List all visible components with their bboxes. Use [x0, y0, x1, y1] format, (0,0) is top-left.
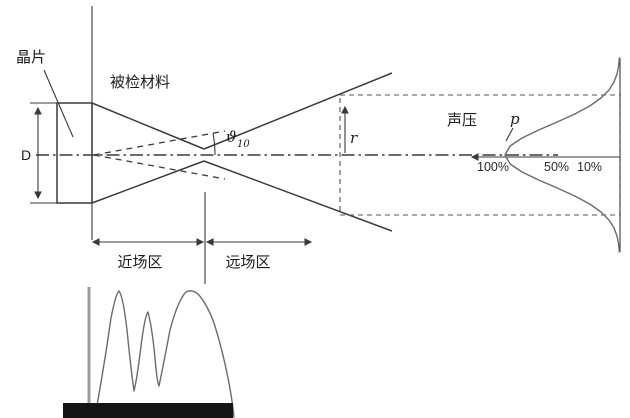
- angle-symbol: ϑ: [226, 128, 237, 146]
- divergence-dashed-top-line: [93, 130, 226, 156]
- divergence-dashed-bottom-line: [93, 154, 226, 180]
- beam-diverge-top-line: [203, 72, 393, 150]
- far-field-label: 远场区: [225, 254, 270, 271]
- pressure-symbol-label: p: [510, 110, 520, 128]
- pressure-50-label: 50%: [544, 160, 569, 174]
- pressure-100-label: 100%: [477, 160, 509, 174]
- beam-converge-bottom-line: [91, 160, 205, 204]
- far-field-region-box: [339, 94, 621, 216]
- near-field-label: 近场区: [117, 254, 162, 271]
- sound-pressure-label: 声压: [447, 111, 477, 129]
- angle-subscript: 10: [237, 139, 250, 150]
- beam-diverge-bottom-line: [203, 160, 393, 232]
- axial-pressure-curve: [94, 290, 235, 418]
- crystal-leader-line: [43, 69, 74, 138]
- material-label: 被检材料: [110, 74, 170, 91]
- crystal-label: 晶片: [16, 49, 46, 66]
- beam-converge-top-line: [91, 102, 205, 150]
- pressure-profile-curve: [504, 57, 621, 253]
- crystal-rect: [56, 102, 93, 204]
- pressure-symbol-leader-line: [505, 127, 514, 142]
- pressure-10-label: 10%: [577, 160, 602, 174]
- beam-radius-label: r: [350, 129, 358, 147]
- axial-plot-bottom-bar: [63, 403, 233, 418]
- diameter-label: D: [21, 147, 31, 163]
- angle-arc: [212, 132, 216, 156]
